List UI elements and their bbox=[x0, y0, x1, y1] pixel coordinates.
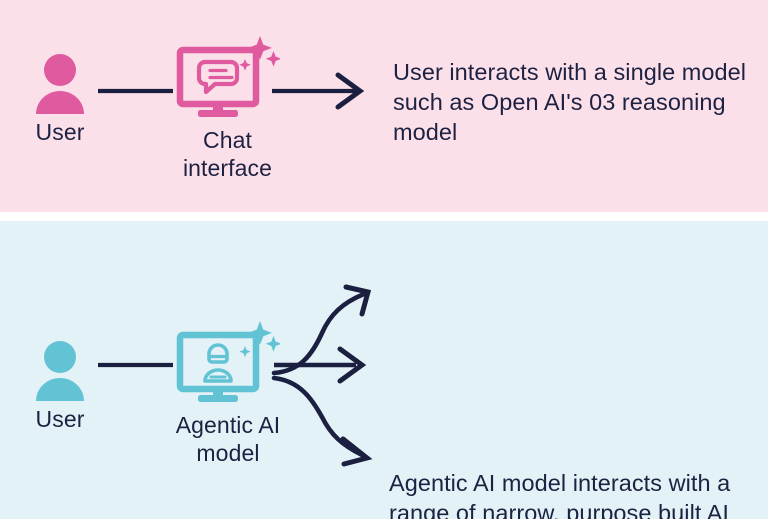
monitor-robot-agent-sparkle-icon bbox=[176, 321, 280, 402]
user-person-icon bbox=[36, 341, 84, 401]
chat-interface-label: Chat interface bbox=[182, 127, 273, 181]
panel-chat-interface: User bbox=[0, 0, 768, 212]
user-person-icon bbox=[36, 54, 84, 114]
chat-description-text: User interacts with a single model such … bbox=[393, 59, 747, 145]
chat-left-column: User bbox=[0, 0, 380, 212]
panel-agentic-ai: User bbox=[0, 221, 768, 519]
chat-user-label: User bbox=[35, 119, 85, 145]
agentic-description-text: Agentic AI model interacts with a range … bbox=[389, 470, 731, 519]
agentic-user-actor: User bbox=[10, 339, 110, 433]
agentic-user-label: User bbox=[35, 406, 85, 432]
chat-user-actor: User bbox=[10, 52, 110, 146]
chat-interface-node: Chat interface bbox=[160, 36, 295, 182]
agentic-ai-model-label: Agentic AI model bbox=[175, 412, 281, 466]
agentic-left-column: User bbox=[0, 221, 380, 519]
agentic-ai-model-node: Agentic AI model bbox=[152, 321, 304, 467]
monitor-chat-bubble-sparkle-icon bbox=[176, 36, 280, 117]
